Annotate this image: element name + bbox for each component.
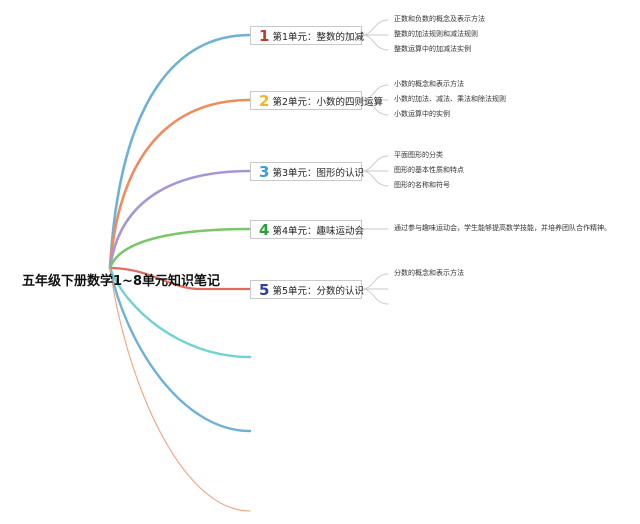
leaf-connector xyxy=(361,19,389,36)
branch-empty-1 xyxy=(108,266,252,359)
unit-label: 第3单元：图形的认识 xyxy=(272,167,364,179)
branch-empty-3 xyxy=(109,267,251,512)
branch-unit-1 xyxy=(108,33,252,270)
leaf-connector xyxy=(361,170,389,187)
leaf-connector xyxy=(361,288,389,305)
leaf-text: 小数的加法、减法、乘法和除法规则 xyxy=(394,95,506,103)
leaf-connector xyxy=(361,273,389,290)
leaf-text: 整数运算中的加减法实例 xyxy=(394,45,471,53)
leaf-text: 通过参与趣味运动会，学生能够提高数学技能，并培养团队合作精神。 xyxy=(394,224,611,232)
unit-label: 第5单元：分数的认识 xyxy=(272,285,364,297)
unit-number: 2 xyxy=(259,91,270,110)
leaf-connector xyxy=(361,34,389,51)
unit-label: 第1单元：整数的加减 xyxy=(272,31,364,43)
leaf-connector xyxy=(361,99,389,116)
unit-number: 1 xyxy=(259,26,270,45)
unit-label: 第4单元：趣味运动会 xyxy=(272,225,364,237)
leaf-connector xyxy=(361,155,389,172)
unit-label: 第2单元：小数的四则运算 xyxy=(272,96,383,108)
unit-number: 3 xyxy=(259,162,270,181)
leaf-text: 分数的概念和表示方法 xyxy=(394,269,464,277)
leaf-text: 平面图形的分类 xyxy=(394,151,443,159)
branch-empty-2 xyxy=(108,266,252,433)
leaf-text: 图形的名称和符号 xyxy=(394,181,450,189)
unit-number: 4 xyxy=(259,220,270,239)
leaf-text: 小数运算中的实例 xyxy=(394,110,450,118)
branch-unit-5 xyxy=(108,266,252,291)
leaf-text: 图形的基本性质和特点 xyxy=(394,166,464,174)
mindmap-root-title: 五年级下册数学1~8单元知识笔记 xyxy=(22,274,220,289)
leaf-text: 小数的概念和表示方法 xyxy=(394,80,464,88)
branch-unit-3 xyxy=(108,169,252,270)
leaf-text: 正数和负数的概念及表示方法 xyxy=(394,15,485,23)
leaf-text: 整数的加法规则和减法规则 xyxy=(394,30,478,38)
branch-unit-2 xyxy=(108,98,252,270)
unit-number: 5 xyxy=(259,280,270,299)
branch-unit-4 xyxy=(108,227,252,270)
